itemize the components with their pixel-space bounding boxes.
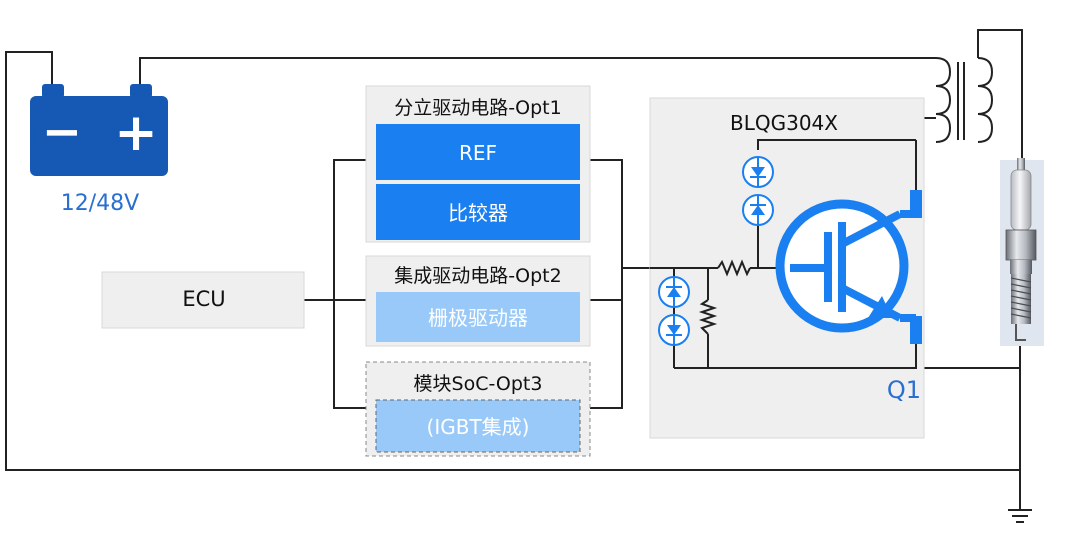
comparator-label: 比较器 (448, 201, 508, 225)
ref-label: REF (459, 141, 497, 165)
igbt-collector-lead (840, 210, 902, 248)
igbt-emitter-arrow (868, 296, 892, 318)
tvs-diode-3 (658, 276, 690, 308)
comparator-block (376, 184, 580, 240)
opt3-title: 模块SoC-Opt3 (414, 373, 543, 395)
panel-top-wire (757, 139, 916, 150)
ecu-box (101, 271, 305, 329)
opt1-discrete-driver: 分立驱动电路-Opt1 REF 比较器 (365, 85, 591, 243)
gate-resistor (717, 259, 751, 277)
battery-positive-wire (139, 57, 936, 84)
plug-thread (1010, 274, 1032, 324)
battery-minus-sign: − (42, 104, 82, 160)
tvs-diode-2 (742, 194, 774, 226)
gate-tvs-diodes (658, 276, 690, 346)
battery-plus-sign: + (114, 103, 158, 163)
battery: − + 12/48V (30, 84, 168, 216)
coil-secondary (977, 57, 994, 143)
gate-driver-block (376, 292, 580, 342)
tvs-diode-4 (658, 314, 690, 346)
collector-tvs-diodes (742, 156, 774, 226)
plug-gasket (1010, 260, 1032, 274)
opt3-module-soc: 模块SoC-Opt3 (IGBT集成) (365, 361, 591, 457)
ecu-label: ECU (182, 287, 225, 311)
opt2-title: 集成驱动电路-Opt2 (394, 265, 561, 287)
igbt-integrated-block (375, 399, 581, 453)
gate-driver-label: 栅极驱动器 (428, 306, 528, 330)
igbt-integrated-label: (IGBT集成) (427, 415, 530, 439)
coil-primary (935, 57, 952, 143)
plug-insulator (1010, 169, 1032, 231)
ground-symbol (1008, 509, 1032, 523)
ecu-bus-left (333, 159, 366, 409)
ecu-block: ECU (101, 271, 305, 329)
igbt-transistor (775, 190, 922, 344)
plug-hex (1005, 229, 1037, 261)
ref-block (376, 124, 580, 180)
spark-plug (1000, 158, 1044, 346)
plug-terminal (1017, 158, 1025, 172)
drivers-bus-right (590, 159, 623, 409)
igbt-ref-label: Q1 (887, 376, 921, 404)
battery-terminal-plus (130, 84, 152, 98)
plug-electrode (1015, 324, 1026, 341)
igbt-collector-terminal (910, 190, 922, 218)
ignition-coil (935, 57, 994, 143)
tvs-diode-1 (742, 156, 774, 188)
igbt-emitter-lead (840, 284, 902, 322)
battery-body (30, 96, 168, 176)
battery-terminal-minus (42, 84, 64, 98)
ground-return-wire (5, 51, 1020, 471)
battery-voltage-label: 12/48V (61, 191, 139, 216)
igbt-part-label: BLQG304X (730, 111, 838, 135)
opt2-integrated-driver: 集成驱动电路-Opt2 栅极驱动器 (365, 255, 591, 347)
secondary-wire (977, 29, 1023, 160)
igbt-emitter-terminal (910, 316, 922, 344)
opt1-title: 分立驱动电路-Opt1 (394, 97, 561, 119)
gate-emitter-resistor (698, 299, 718, 335)
